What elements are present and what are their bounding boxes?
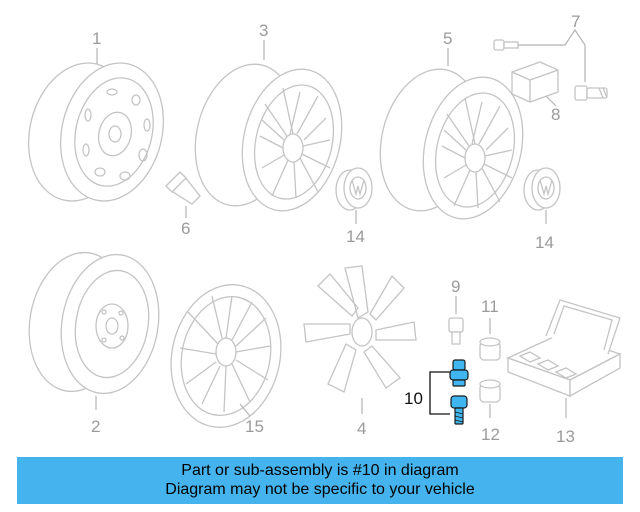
part-5-alloy-wheel[interactable] [366, 59, 537, 230]
part-11-lock-key[interactable] [479, 337, 501, 361]
callout-7: 7 [571, 12, 580, 31]
callout-10: 10 [404, 389, 423, 408]
callout-14b: 14 [535, 233, 554, 252]
callout-8: 8 [551, 105, 560, 124]
part-14-center-cap-left[interactable] [335, 167, 373, 211]
banner-line-1: Part or sub-assembly is #10 in diagram [181, 462, 459, 479]
part-12-lock-key[interactable] [479, 379, 501, 403]
callout-11: 11 [481, 297, 499, 316]
callout-3: 3 [259, 21, 268, 40]
banner-line-2: Diagram may not be specific to your vehi… [165, 481, 475, 498]
part-3-alloy-wheel[interactable] [181, 54, 356, 222]
callout-2: 2 [91, 417, 100, 436]
part-10-locking-bolt-lower[interactable] [450, 395, 468, 425]
callout-12: 12 [481, 425, 500, 444]
part-9-wheel-bolt[interactable] [448, 317, 464, 345]
part-15-wheel-cover[interactable] [158, 274, 294, 437]
info-banner: Part or sub-assembly is #10 in diagram D… [17, 457, 623, 504]
part-8-tpms-sensor[interactable] [511, 61, 559, 103]
part-4-spoke-trim[interactable] [303, 265, 417, 393]
callout-9: 9 [451, 277, 460, 296]
part-10-locking-bolt-upper[interactable] [449, 359, 469, 387]
part-14-center-cap-right[interactable] [523, 167, 561, 211]
callout-1: 1 [92, 29, 101, 48]
callout-4: 4 [357, 419, 366, 438]
callout-15: 15 [245, 417, 264, 436]
callout-6: 6 [181, 219, 190, 238]
callout-14a: 14 [346, 227, 365, 246]
callout-13: 13 [556, 427, 575, 446]
part-13-lock-set-case[interactable] [506, 299, 622, 398]
part-1-steel-wheel[interactable] [15, 52, 178, 212]
callout-5: 5 [443, 29, 452, 48]
part-6-valve-stem[interactable] [165, 171, 201, 205]
part-2-steel-wheel[interactable] [19, 245, 170, 402]
parts-diagram: 1 3 5 7 8 6 [15, 12, 622, 446]
